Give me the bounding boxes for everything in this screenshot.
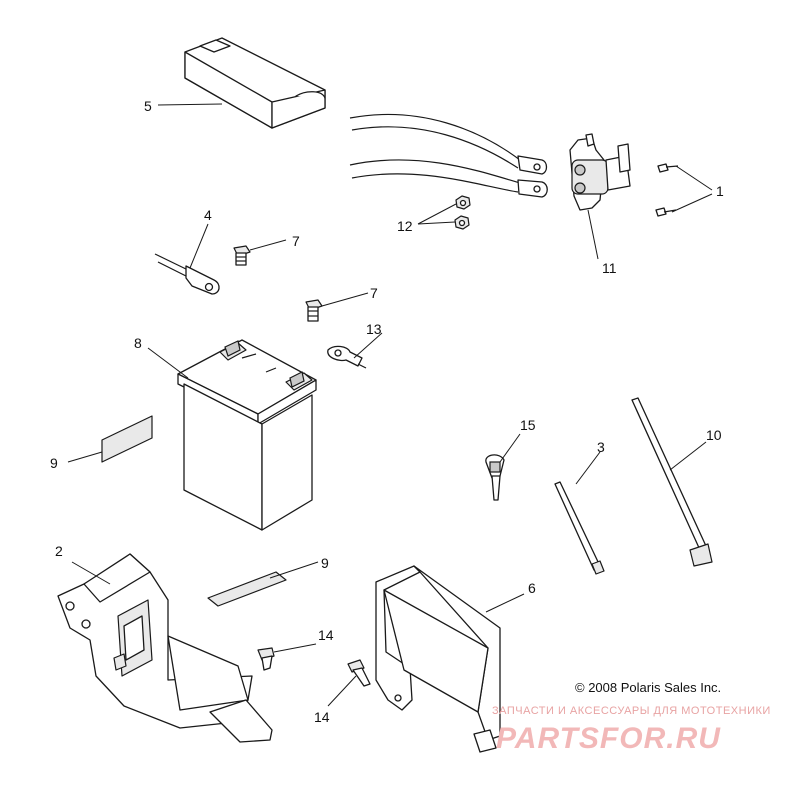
- callout-numbers: 1 2 3 4 5 6 7 7 8 9 9 10 11 12 13 14 14 …: [50, 98, 724, 725]
- part-9-label-lower: [207, 571, 287, 607]
- watermark-brand: PARTSFOR.RU: [496, 722, 721, 755]
- part-12-nuts: [454, 195, 471, 230]
- callout-7-lower: 7: [370, 285, 378, 301]
- copyright-text: © 2008 Polaris Sales Inc.: [575, 680, 721, 695]
- callout-9-upper: 9: [50, 455, 58, 471]
- leader-lines: [67, 103, 713, 707]
- callout-1: 1: [716, 183, 724, 199]
- part-13-cable: [327, 345, 367, 369]
- callout-7-upper: 7: [292, 233, 300, 249]
- part-2-battery-tray: [57, 553, 273, 743]
- part-15-clip: [485, 454, 505, 501]
- callout-5: 5: [144, 98, 152, 114]
- watermark-subtitle: ЗАПЧАСТИ И АКСЕССУАРЫ ДЛЯ МОТОТЕХНИКИ: [492, 705, 771, 717]
- part-10-cable-tie: [631, 397, 713, 567]
- callout-9-lower: 9: [321, 555, 329, 571]
- callout-15: 15: [520, 417, 536, 433]
- callout-11: 11: [602, 260, 617, 276]
- callout-3: 3: [597, 439, 605, 455]
- part-5-module-cover: [184, 37, 326, 129]
- part-14-screw-lower: [347, 659, 371, 687]
- part-3-cable-tie: [554, 481, 605, 575]
- callout-12: 12: [397, 218, 413, 234]
- part-14-screw-upper: [257, 647, 275, 671]
- part-7-bolt-upper: [233, 245, 251, 266]
- callout-2: 2: [55, 543, 63, 559]
- part-7-bolt-lower: [305, 299, 323, 322]
- part-8-battery: [177, 339, 317, 531]
- part-4-cable: [154, 253, 220, 295]
- part-11-solenoid: [569, 133, 631, 211]
- callout-8: 8: [134, 335, 142, 351]
- part-9-label-upper: [101, 415, 153, 463]
- callout-14-upper: 14: [318, 627, 334, 643]
- part-1-screws: [655, 163, 679, 217]
- callout-4: 4: [204, 207, 212, 223]
- callout-10: 10: [706, 427, 722, 443]
- callout-13: 13: [366, 321, 382, 337]
- callout-14-lower: 14: [314, 709, 330, 725]
- battery-cables: [349, 113, 548, 198]
- part-6-bracket: [375, 565, 501, 753]
- callout-6: 6: [528, 580, 536, 596]
